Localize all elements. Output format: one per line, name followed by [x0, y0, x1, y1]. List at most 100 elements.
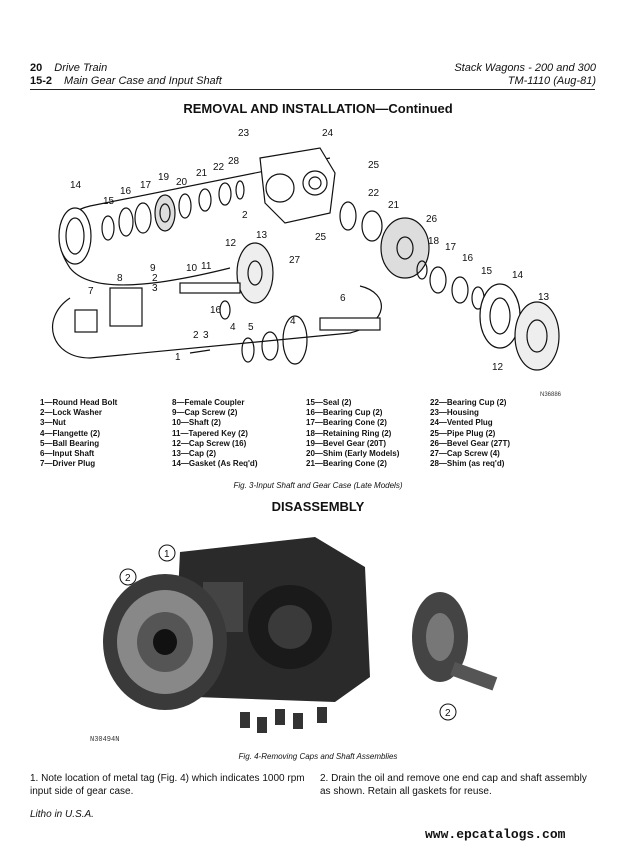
photo-callout-2-right: 2 — [439, 703, 457, 721]
header-divider — [30, 89, 595, 90]
fig4-caption: Fig. 4-Removing Caps and Shaft Assemblie… — [238, 752, 398, 761]
photo-callout-2-left: 2 — [119, 568, 137, 586]
svg-text:21: 21 — [388, 200, 400, 211]
cap-middle-part — [236, 242, 274, 304]
disassembly-photo: 1 2 2 N30494N — [90, 537, 498, 744]
photo-code: N30494N — [90, 736, 119, 744]
bearing-cup-right-part — [339, 201, 357, 231]
svg-text:27: 27 — [289, 255, 301, 266]
header-left-row1: 20 Drive Train — [30, 62, 107, 74]
step-1-text: 1. Note location of metal tag (Fig. 4) w… — [30, 773, 305, 797]
svg-text:12: 12 — [225, 238, 237, 249]
driver-plug-part — [74, 309, 98, 333]
cap-screws — [240, 707, 327, 733]
svg-text:18: 18 — [428, 236, 440, 247]
svg-text:19: 19 — [158, 172, 170, 183]
svg-text:6: 6 — [340, 293, 346, 304]
legend-item: 18—Retaining Ring (2) — [306, 428, 392, 438]
svg-text:24: 24 — [322, 128, 334, 139]
svg-text:8: 8 — [117, 273, 123, 284]
cap-screw-gasket-part — [219, 300, 231, 320]
svg-text:14: 14 — [512, 270, 524, 281]
legend-item: 14—Gasket (As Req'd) — [172, 459, 258, 469]
legend-item: 16—Bearing Cup (2) — [306, 408, 383, 418]
shaft-and-gear-assembly — [412, 592, 498, 691]
legend-item: 10—Shaft (2) — [172, 418, 221, 428]
bearing-cup-upper-part — [218, 182, 232, 206]
svg-text:26: 26 — [426, 214, 438, 225]
end-cap-left — [103, 574, 227, 710]
legend-item: 23—Housing — [430, 408, 479, 418]
legend-item: 25—Pipe Plug (2) — [430, 428, 496, 438]
legend-item: 20—Shim (Early Models) — [306, 449, 400, 459]
flangette-inner-part — [241, 337, 255, 363]
legend-col4: 22—Bearing Cup (2) 23—Housing 24—Vented … — [430, 398, 510, 469]
svg-text:3: 3 — [152, 283, 158, 294]
svg-text:4: 4 — [230, 322, 236, 333]
bearing-cone-right-lower-part — [429, 266, 447, 294]
subsection-number: 15-2 — [30, 75, 53, 87]
legend-item: 2—Lock Washer — [40, 408, 102, 418]
svg-text:10: 10 — [186, 263, 198, 274]
retaining-ring-right-part — [416, 260, 428, 280]
svg-text:25: 25 — [368, 160, 380, 171]
ball-bearing-part — [261, 331, 279, 361]
svg-text:2: 2 — [193, 330, 199, 341]
page-number: 20 — [30, 62, 43, 74]
svg-text:23: 23 — [238, 128, 250, 139]
svg-text:13: 13 — [256, 230, 268, 241]
svg-text:28: 28 — [228, 156, 240, 167]
legend-item: 19—Bevel Gear (20T) — [306, 438, 387, 448]
svg-text:15: 15 — [103, 196, 115, 207]
svg-text:11: 11 — [201, 261, 212, 272]
step-2-text: 2. Drain the oil and remove one end cap … — [320, 773, 587, 797]
svg-text:13: 13 — [538, 292, 550, 303]
svg-text:4: 4 — [290, 316, 296, 327]
legend-col2: 8—Female Coupler 9—Cap Screw (2) 10—Shaf… — [172, 398, 257, 469]
callout-label: 2 — [125, 573, 131, 584]
flangette-outer-part — [282, 315, 308, 365]
legend-item: 28—Shim (as req'd) — [430, 459, 505, 469]
callout-label: 1 — [164, 549, 170, 560]
legend-col1: 1—Round Head Bolt 2—Lock Washer 3—Nut 4—… — [40, 398, 117, 469]
legend-item: 9—Cap Screw (2) — [172, 408, 238, 418]
svg-text:14: 14 — [70, 180, 82, 191]
watermark-url: www.epcatalogs.com — [425, 827, 566, 842]
seal-left-part — [101, 215, 115, 241]
housing-part — [259, 147, 336, 224]
legend-item: 11—Tapered Key (2) — [172, 428, 248, 438]
input-shaft-part — [319, 317, 381, 331]
legend-item: 22—Bearing Cup (2) — [430, 398, 507, 407]
section-name: Drive Train — [54, 62, 108, 74]
bevel-gear-large-part — [380, 217, 430, 279]
svg-text:21: 21 — [196, 168, 208, 179]
svg-text:22: 22 — [213, 162, 225, 173]
manual-title: Stack Wagons - 200 and 300 — [454, 62, 596, 74]
bevel-gear-small-part — [154, 194, 176, 232]
svg-text:2: 2 — [152, 273, 158, 284]
bearing-cone-left-part — [134, 202, 152, 234]
svg-text:16: 16 — [210, 305, 222, 316]
round-head-bolt-part — [189, 349, 211, 354]
bearing-cone-right-part — [361, 210, 383, 242]
legend-item: 13—Cap (2) — [172, 449, 217, 459]
svg-text:17: 17 — [140, 180, 152, 191]
legend-item: 24—Vented Plug — [430, 418, 493, 428]
legend-item: 12—Cap Screw (16) — [172, 438, 247, 448]
cap-right-part — [514, 301, 560, 371]
svg-text:1: 1 — [175, 352, 181, 363]
svg-text:16: 16 — [120, 186, 132, 197]
svg-text:22: 22 — [368, 188, 380, 199]
legend-item: 17—Bearing Cone (2) — [306, 418, 387, 428]
gasket-left-part — [58, 207, 92, 265]
legend-item: 6—Input Shaft — [40, 449, 95, 459]
shim-upper-part — [235, 180, 245, 200]
shim-left-part — [178, 193, 192, 219]
legend-item: 8—Female Coupler — [172, 398, 245, 407]
disassembly-title: DISASSEMBLY — [271, 499, 365, 514]
footer-litho: Litho in U.S.A. — [30, 809, 94, 820]
svg-text:15: 15 — [481, 266, 493, 277]
